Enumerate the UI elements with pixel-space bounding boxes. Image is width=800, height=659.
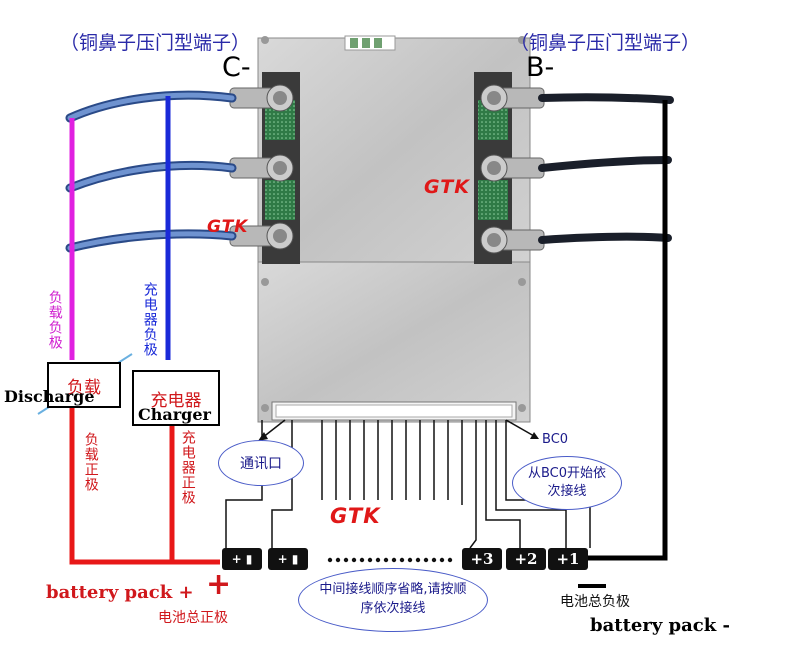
gtk-logo: GTK	[424, 176, 470, 198]
load-positive-label: 负载正极	[82, 432, 99, 492]
gtk-logo: GTK	[330, 504, 381, 528]
gtk-logo: GTK	[207, 217, 249, 237]
battery-total-positive-label: 电池总正极	[158, 610, 228, 626]
load-negative-label: 负载负极	[46, 290, 63, 350]
bc0-note: 从BC0开始依次接线	[527, 466, 607, 499]
battery-pack-minus-label: battery pack -	[590, 615, 730, 636]
c-minus-cables	[65, 90, 237, 253]
cell-3-label: +3	[470, 550, 494, 568]
cell-3: +3	[462, 548, 502, 570]
c-minus-label: C-	[222, 52, 251, 83]
positive-wires	[69, 404, 220, 565]
comm-port-arrow	[258, 419, 286, 441]
middle-note-callout: 中间接线顺序省略,请按顺序依次接线	[298, 568, 488, 632]
battery-negative-wire	[588, 100, 668, 561]
c-minus-terminals	[229, 72, 300, 264]
left-terminal-note: （铜鼻子压门型端子）	[60, 32, 251, 54]
b-minus-label: B-	[526, 52, 555, 83]
cell-1-label: +1	[556, 550, 580, 568]
omitted-cells-dots	[327, 557, 453, 563]
discharge-label: Discharge	[4, 387, 95, 406]
charger-label: 充电器	[150, 390, 202, 411]
charger-negative-label: 充电器负极	[141, 282, 158, 357]
battery-total-negative-label: 电池总负极	[560, 594, 630, 610]
balance-connector	[271, 401, 517, 421]
charger-en-label: Charger	[138, 405, 211, 424]
battery-pack-plus-label: battery pack +	[46, 582, 194, 603]
b-minus-terminals	[474, 72, 545, 264]
middle-note: 中间接线顺序省略,请按顺序依次接线	[319, 582, 467, 616]
charger-box: 充电器	[132, 370, 220, 426]
charger-positive-label: 充电器正极	[179, 430, 196, 505]
plus-sign: +	[206, 567, 232, 602]
cell-1: +1	[548, 548, 588, 570]
cell-minus-2: + ▮	[268, 548, 308, 570]
balance-wires	[225, 420, 591, 549]
load-label: 负载	[67, 377, 101, 398]
right-terminal-note: （铜鼻子压门型端子）	[510, 32, 701, 54]
load-box: 负载	[47, 362, 121, 408]
comm-port-label: 通讯口	[240, 456, 282, 472]
cell-minus-1: + ▮	[222, 548, 262, 570]
bc0-label: BC0	[542, 432, 569, 447]
cell-2-label: +2	[514, 550, 538, 568]
bc0-note-callout: 从BC0开始依次接线	[512, 456, 622, 510]
b-minus-cables	[538, 93, 674, 244]
cell-2: +2	[506, 548, 546, 570]
comm-port-callout: 通讯口	[218, 440, 304, 486]
bc0-arrow	[505, 419, 539, 439]
minus-dash	[578, 584, 606, 588]
